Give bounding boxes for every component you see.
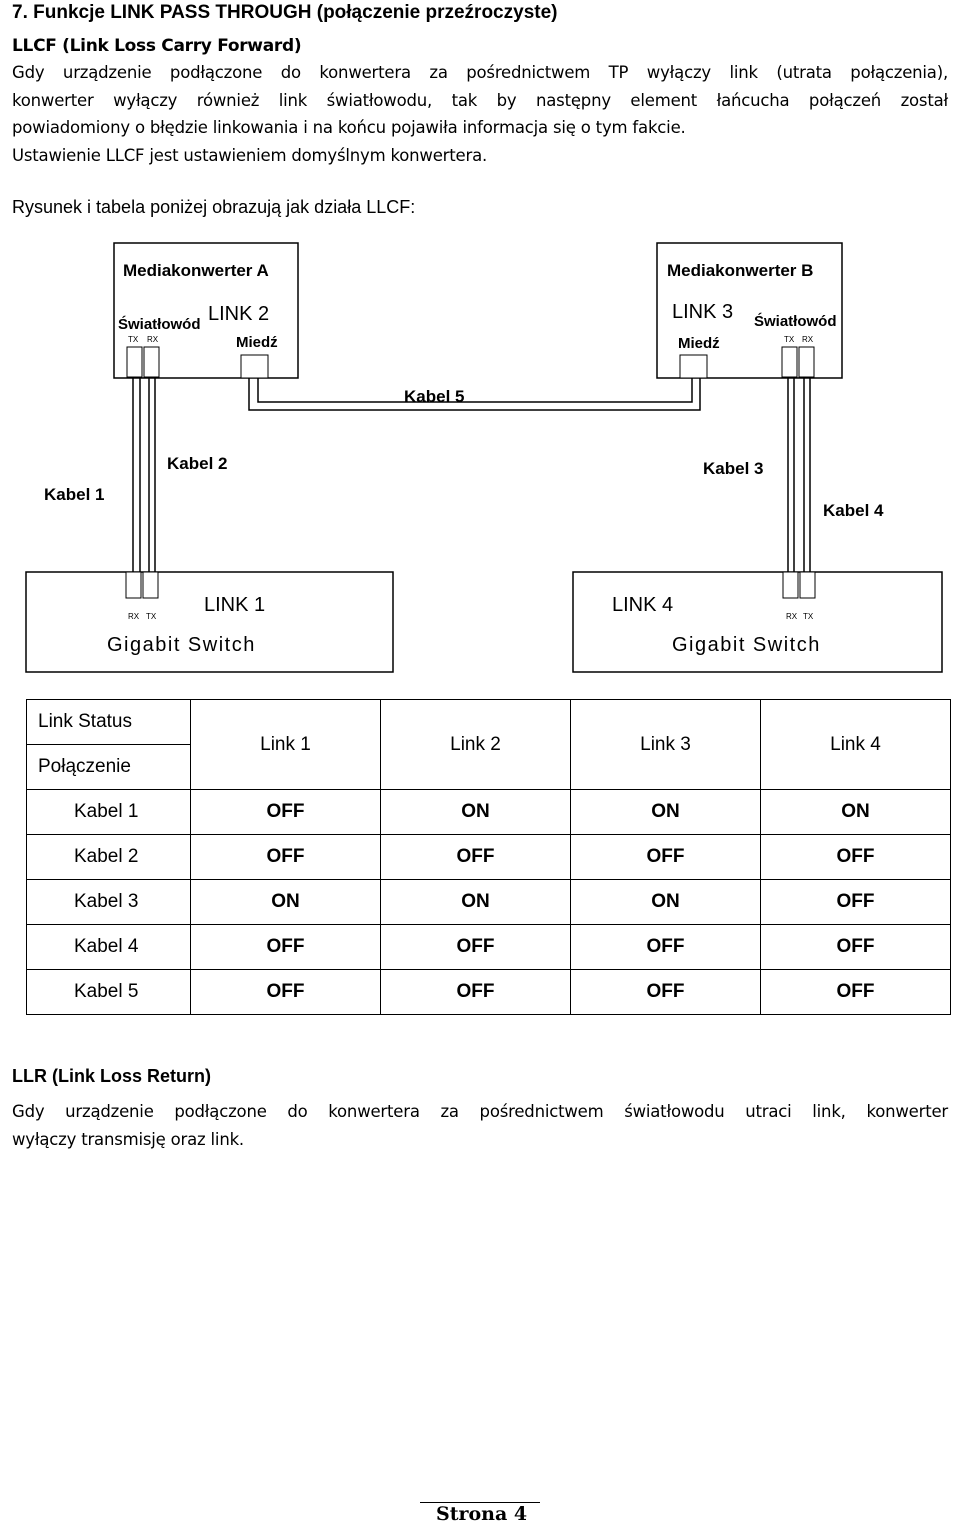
- status-cell: OFF: [760, 969, 951, 1015]
- converter-b-link: LINK 3: [672, 301, 733, 323]
- llcf-diagram: Mediakonwerter A LINK 2 Światłowód Miedź…: [25, 242, 943, 673]
- section-heading: 7. Funkcje LINK PASS THROUGH (połączenie…: [12, 2, 558, 23]
- switch-1-rx: RX: [128, 612, 140, 621]
- kabel-5-label: Kabel 5: [404, 387, 464, 406]
- status-cell: OFF: [190, 834, 381, 880]
- status-cell: ON: [760, 789, 951, 835]
- status-cell: ON: [570, 789, 761, 835]
- status-cell: OFF: [190, 924, 381, 970]
- converter-a-tx: TX: [128, 335, 139, 344]
- status-cell: OFF: [760, 879, 951, 925]
- status-cell: OFF: [380, 969, 571, 1015]
- link-status-table: Link Status Połączenie Link 1 Link 2 Lin…: [26, 699, 951, 1015]
- column-header: Link 1: [190, 699, 381, 790]
- column-header: Link 4: [760, 699, 951, 790]
- column-header: Link 3: [570, 699, 761, 790]
- page-number: Strona 4: [436, 1503, 528, 1525]
- switch-4-name: Gigabit Switch: [672, 634, 821, 656]
- header-link-status: Link Status: [27, 700, 190, 745]
- kabel-1-label: Kabel 1: [44, 485, 104, 504]
- converter-a-port-rx: [143, 346, 160, 378]
- status-cell: OFF: [570, 969, 761, 1015]
- kabel-5-line: [248, 378, 701, 411]
- row-label: Kabel 4: [26, 924, 191, 970]
- converter-b-tx: TX: [784, 335, 795, 344]
- llcf-title: LLCF (Link Loss Carry Forward): [12, 36, 302, 56]
- converter-b-copper-label: Miedź: [678, 335, 720, 352]
- status-cell: OFF: [760, 834, 951, 880]
- kabel-5-line-inner: [257, 378, 693, 403]
- row-label: Kabel 5: [26, 969, 191, 1015]
- converter-a-port-tx: [126, 346, 143, 378]
- column-header: Link 2: [380, 699, 571, 790]
- table-row: Kabel 3 ON ON ON OFF: [26, 879, 951, 925]
- status-cell: OFF: [190, 969, 381, 1015]
- switch-4-port-rx: [782, 571, 799, 599]
- table-row: Kabel 1 OFF ON ON ON: [26, 789, 951, 835]
- converter-a-title: Mediakonwerter A: [123, 261, 269, 280]
- footer-rule: [420, 1502, 540, 1503]
- switch-4-rx: RX: [786, 612, 798, 621]
- row-label: Kabel 2: [26, 834, 191, 880]
- switch-4-port-tx: [799, 571, 816, 599]
- llr-title: LLR (Link Loss Return): [12, 1066, 211, 1086]
- converter-a-port-copper: [240, 354, 269, 379]
- converter-b-title: Mediakonwerter B: [667, 261, 813, 280]
- table-row: Kabel 4 OFF OFF OFF OFF: [26, 924, 951, 970]
- status-cell: OFF: [190, 789, 381, 835]
- status-cell: OFF: [570, 834, 761, 880]
- kabel-4-label: Kabel 4: [823, 501, 884, 520]
- llcf-line-1: Gdy urządzenie podłączone do konwertera …: [12, 63, 948, 82]
- table-row: Kabel 2 OFF OFF OFF OFF: [26, 834, 951, 880]
- switch-1-link: LINK 1: [204, 594, 265, 616]
- converter-b-port-copper: [679, 354, 708, 379]
- status-cell: OFF: [570, 924, 761, 970]
- switch-1-port-rx: [125, 571, 142, 599]
- llr-line-1: Gdy urządzenie podłączone do konwertera …: [12, 1102, 948, 1121]
- kabel-3-label: Kabel 3: [703, 459, 763, 478]
- status-cell: ON: [570, 879, 761, 925]
- llr-description: Gdy urządzenie podłączone do konwertera …: [12, 1098, 948, 1153]
- switch-4-box: [572, 571, 943, 673]
- converter-a-rx: RX: [147, 335, 159, 344]
- intro-text: Rysunek i tabela poniżej obrazują jak dz…: [12, 197, 416, 217]
- converter-b-rx: RX: [802, 335, 814, 344]
- switch-4-tx: TX: [803, 612, 814, 621]
- switch-1-port-tx: [142, 571, 159, 599]
- converter-b-port-rx: [798, 346, 815, 378]
- table-header-row: Link Status Połączenie Link 1 Link 2 Lin…: [26, 699, 951, 790]
- kabel-2-label: Kabel 2: [167, 454, 227, 473]
- llcf-description: Gdy urządzenie podłączone do konwertera …: [12, 59, 948, 169]
- row-label: Kabel 1: [26, 789, 191, 835]
- table-row: Kabel 5 OFF OFF OFF OFF: [26, 969, 951, 1015]
- status-cell: ON: [380, 879, 571, 925]
- llcf-line-2: konwerter wyłączy również link światłowo…: [12, 90, 948, 110]
- status-cell: ON: [380, 789, 571, 835]
- status-cell: OFF: [380, 924, 571, 970]
- converter-a-link: LINK 2: [208, 303, 269, 325]
- llcf-line-3: powiadomiony o błędzie linkowania i na k…: [12, 118, 686, 137]
- table-corner-header: Link Status Połączenie: [26, 699, 191, 790]
- status-cell: OFF: [380, 834, 571, 880]
- row-label: Kabel 3: [26, 879, 191, 925]
- header-connection: Połączenie: [38, 756, 131, 777]
- switch-1-box: [25, 571, 394, 673]
- status-cell: OFF: [760, 924, 951, 970]
- switch-1-tx: TX: [146, 612, 157, 621]
- llcf-line-4: Ustawienie LLCF jest ustawieniem domyśln…: [12, 145, 488, 165]
- converter-b-fiber-label: Światłowód: [754, 312, 837, 330]
- converter-a-copper-label: Miedź: [236, 334, 278, 351]
- switch-1-name: Gigabit Switch: [107, 634, 256, 656]
- llr-line-2: wyłączy transmisję oraz link.: [12, 1129, 244, 1149]
- status-cell: ON: [190, 879, 381, 925]
- converter-a-fiber-label: Światłowód: [118, 315, 201, 333]
- switch-4-link: LINK 4: [612, 594, 673, 616]
- converter-b-port-tx: [781, 346, 798, 378]
